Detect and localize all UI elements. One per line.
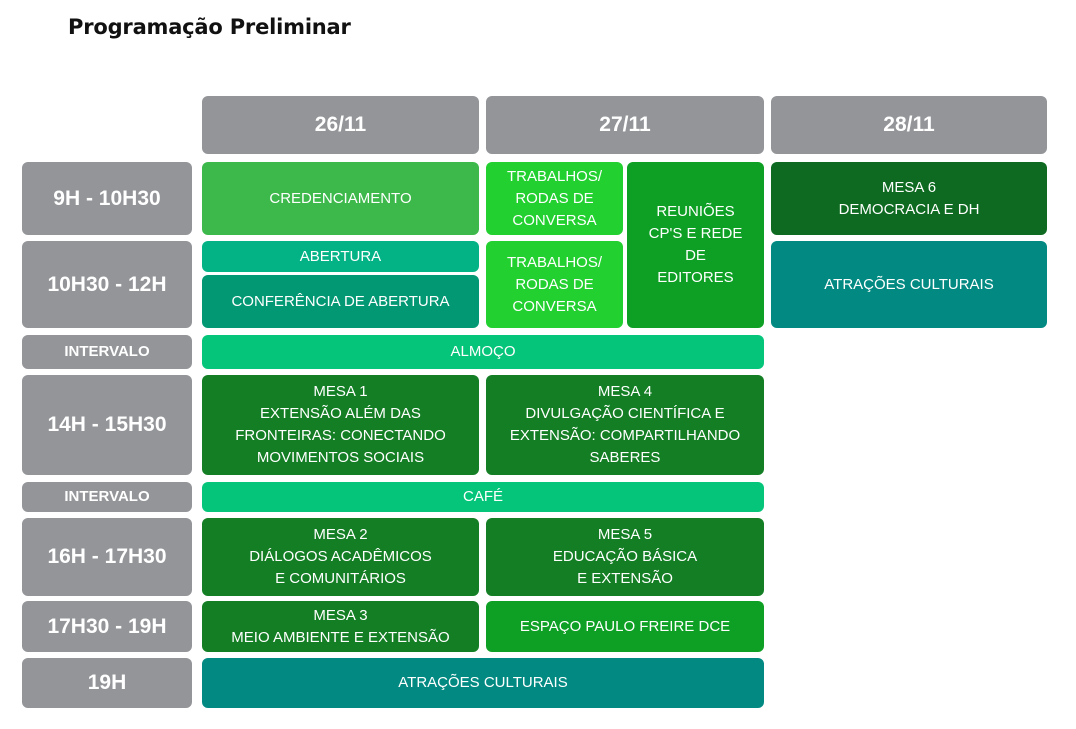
time-slot-9h-10h30: 9h - 10h30 [22,162,192,235]
event-mesa-4: MESA 4 DIVULGAÇÃO CIENTÍFICA E EXTENSÃO:… [486,375,764,475]
time-slot-16h-17h30: 16h - 17h30 [22,518,192,596]
event-reunioes-cps: REUNIÕES CP's E REDE DE EDITORES [627,162,764,328]
event-almoco: ALMOÇO [202,335,764,369]
day-header-27-11: 27/11 [486,96,764,154]
time-slot-10h30-12h: 10h30 - 12h [22,241,192,328]
event-mesa-3: MESA 3 MEIO AMBIENTE E EXTENSÃO [202,601,479,652]
event-espaco-paulo-freire: ESPAÇO PAULO FREIRE DCE [486,601,764,652]
event-trabalhos-rodas-1: TRABALHOS/ RODAS DE CONVERSA [486,162,623,235]
time-slot-intervalo-lunch: INTERVALO [22,335,192,369]
time-slot-17h30-19h: 17h30 - 19h [22,601,192,652]
page-title: Programação Preliminar [68,15,351,39]
event-mesa-5: MESA 5 EDUCAÇÃO BÁSICA E EXTENSÃO [486,518,764,596]
day-header-26-11: 26/11 [202,96,479,154]
time-slot-intervalo-coffee: INTERVALO [22,482,192,512]
event-credenciamento: CREDENCIAMENTO [202,162,479,235]
event-mesa-2: MESA 2 DIÁLOGOS ACADÊMICOS E COMUNITÁRIO… [202,518,479,596]
event-mesa-1: MESA 1 EXTENSÃO ALÉM DAS FRONTEIRAS: CON… [202,375,479,475]
event-atracoes-culturais-28: ATRAÇÕES CULTURAIS [771,241,1047,328]
event-conferencia-abertura: CONFERÊNCIA DE ABERTURA [202,275,479,328]
event-trabalhos-rodas-2: TRABALHOS/ RODAS DE CONVERSA [486,241,623,328]
time-slot-19h: 19h [22,658,192,708]
event-atracoes-culturais-19h: ATRAÇÕES CULTURAIS [202,658,764,708]
day-header-28-11: 28/11 [771,96,1047,154]
time-slot-14h-15h30: 14h - 15h30 [22,375,192,475]
event-mesa-6: MESA 6 DEMOCRACIA E DH [771,162,1047,235]
event-cafe: CAFÉ [202,482,764,512]
event-abertura: ABERTURA [202,241,479,272]
